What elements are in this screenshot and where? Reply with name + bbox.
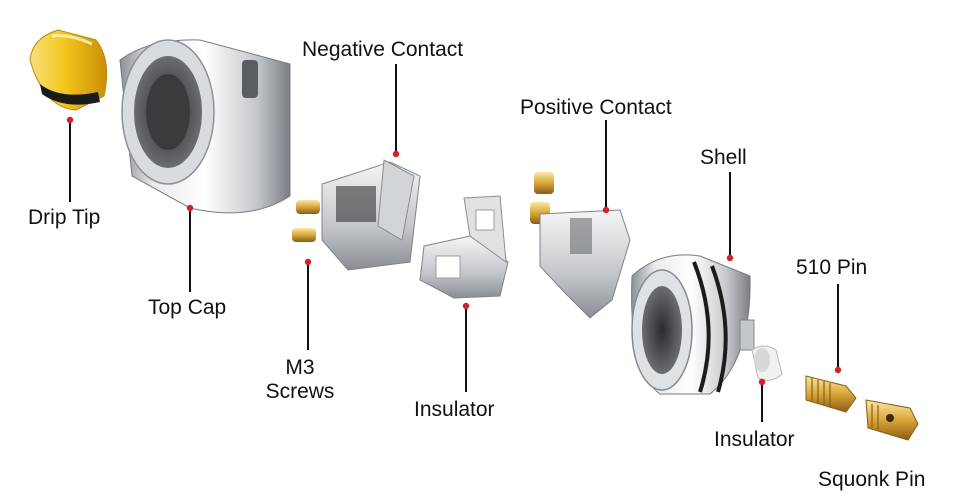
label-drip-tip: Drip Tip [28, 206, 101, 229]
label-m3-screws-line-1: M3 [285, 356, 315, 379]
label-m3-screws-line-2: Screws [265, 380, 335, 403]
leader-dot-drip-tip [66, 116, 74, 124]
leader-dot-negative-contact [392, 150, 400, 158]
drip-tip-icon [29, 29, 108, 111]
leader-dot-510-pin [834, 366, 842, 374]
label-top-cap: Top Cap [148, 296, 227, 319]
label-510-pin: 510 Pin [796, 256, 868, 279]
label-m3-screws: M3 Screws [260, 356, 340, 404]
label-insulator-small: Insulator [714, 428, 795, 451]
leader-dot-positive-contact [602, 206, 610, 214]
shell-icon [631, 254, 755, 395]
top-cap-icon [119, 39, 291, 214]
label-squonk-pin: Squonk Pin [818, 468, 926, 491]
leader-dot-insulator-center [462, 302, 470, 310]
label-negative-contact: Negative Contact [302, 38, 464, 61]
label-positive-contact: Positive Contact [520, 96, 672, 119]
screw-icon [292, 200, 320, 242]
leader-dot-shell [726, 254, 734, 262]
label-shell: Shell [700, 146, 747, 169]
leader-dot-top-cap [186, 204, 194, 212]
squonk-pin-icon [865, 399, 919, 441]
positive-contact-icon [530, 172, 631, 319]
leader-lines [66, 64, 842, 422]
insulator-ring-icon [751, 345, 783, 381]
leader-dot-insulator-small [758, 378, 766, 386]
pin-icon [805, 375, 857, 413]
negative-contact-icon [321, 159, 421, 271]
label-insulator-center: Insulator [414, 398, 495, 421]
insulator-bracket-icon [419, 195, 509, 299]
leader-dot-m3-screws [304, 258, 312, 266]
